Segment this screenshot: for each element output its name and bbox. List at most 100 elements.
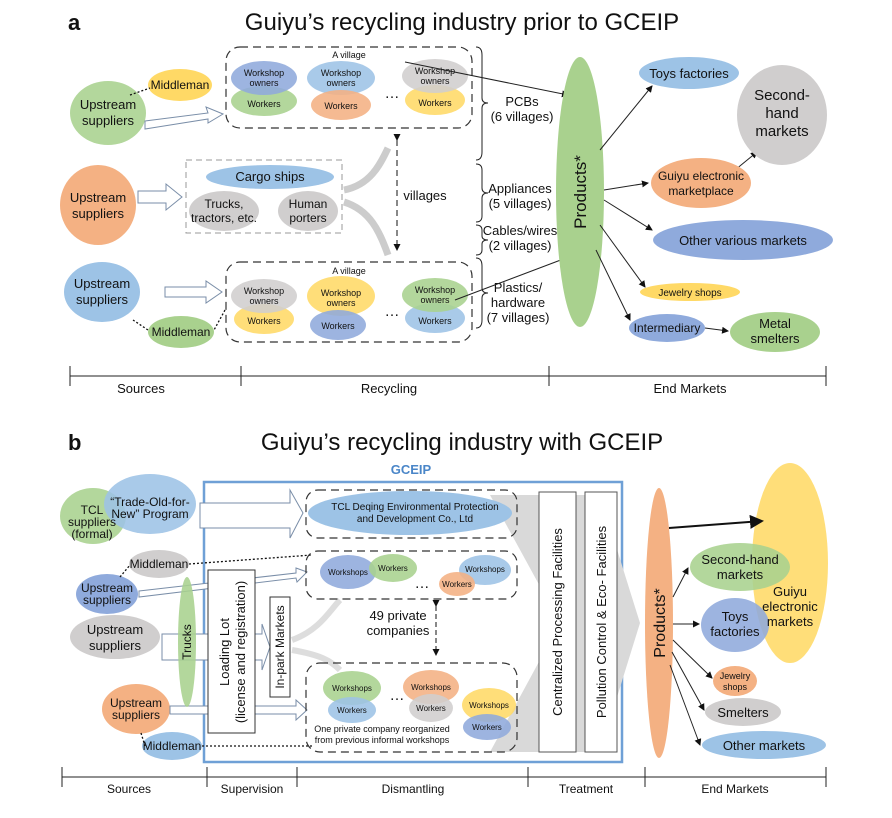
label: suppliers: [72, 206, 125, 221]
label: Upstream: [74, 276, 130, 291]
label: (license and registration): [233, 581, 248, 723]
in-park-markets-box: [269, 596, 291, 698]
transport-box: [185, 159, 343, 234]
middleman-gray: [129, 550, 189, 578]
tcl-deqing: [308, 491, 512, 535]
label: Workers: [442, 580, 472, 589]
label: Guiyu: [773, 584, 807, 599]
metal-smelters: [730, 312, 820, 352]
upstream-suppliers-orange: [102, 684, 170, 734]
label: A village: [332, 50, 366, 60]
label: Middleman: [130, 557, 189, 571]
panel-b-title: Guiyu’s recycling industry with GCEIP: [261, 429, 663, 456]
axis-a: [69, 366, 827, 386]
panel-a-label: a: [68, 10, 81, 35]
label: (5 villages): [489, 196, 552, 211]
label: Workshops: [328, 568, 368, 577]
brace-pcbs: [475, 46, 489, 161]
label: Metal: [759, 316, 791, 331]
label: owners: [249, 78, 279, 88]
middleman-yellow: [148, 69, 212, 101]
label: Upstream: [110, 696, 162, 710]
label: Workers: [337, 706, 367, 715]
label: tractors, etc.: [191, 211, 257, 225]
brace-plastics: [475, 257, 489, 329]
axis-label-sources: Sources: [107, 782, 151, 796]
toys-factories: [701, 598, 769, 652]
hollow-arrow: [144, 106, 225, 130]
hollow-arrow: [137, 182, 183, 212]
workshop-groups-top: Workshops Workers … Workshops Workers: [320, 554, 511, 596]
workshop-groups-bottom: Workshops Workers … Workshops Workers Wo…: [323, 670, 516, 740]
gceip-label: GCEIP: [391, 462, 432, 477]
label: (2 villages): [489, 238, 552, 253]
axis-label-treatment: Treatment: [559, 782, 614, 796]
label: Workshops: [332, 684, 372, 693]
label: Second-hand: [701, 552, 778, 567]
arrow: [454, 256, 567, 301]
label: Human: [289, 197, 328, 211]
label: Toys: [722, 609, 749, 624]
label: Cargo ships: [235, 169, 305, 184]
label: suppliers: [68, 515, 116, 529]
products-label: Products*: [652, 588, 669, 657]
label: owners: [420, 295, 450, 305]
label: Workshop: [244, 68, 284, 78]
label: Middleman: [143, 739, 202, 753]
upstream-suppliers-gray: [70, 615, 160, 659]
label: (7 villages): [487, 310, 550, 325]
human-porters: [278, 191, 338, 231]
axis-label-end-markets: End Markets: [701, 782, 768, 796]
label: (formal): [71, 527, 112, 541]
upstream-suppliers-green: [70, 81, 146, 145]
village-box-top: [225, 46, 473, 129]
label: One private company reorganized: [314, 724, 450, 734]
pollution-control-box: [584, 491, 618, 753]
ellipsis: …: [415, 575, 430, 592]
label: Workers: [418, 316, 452, 326]
axis-label-supervision: Supervision: [221, 782, 284, 796]
label: Toys factories: [649, 66, 729, 81]
label: Upstream: [80, 97, 136, 112]
smelters: [705, 698, 781, 726]
private-workshops-box: [305, 550, 518, 600]
cargo-ships: [206, 165, 334, 189]
products-ellipse: [556, 57, 604, 327]
label: markets: [767, 614, 814, 629]
label: PCBs: [505, 94, 539, 109]
label: Workers: [324, 101, 358, 111]
label: New” Program: [111, 507, 188, 521]
brace-appliances: [475, 163, 489, 223]
axis-label-recycling: Recycling: [361, 381, 417, 396]
label: owners: [326, 78, 356, 88]
trade-old-for-new: [104, 474, 196, 534]
upstream-suppliers-blue: [64, 262, 140, 322]
ellipsis: …: [385, 85, 400, 102]
label: Workshop: [321, 288, 361, 298]
end-market-arrows: [668, 514, 764, 746]
jewelry-shops: [640, 283, 740, 301]
label: Middleman: [151, 78, 210, 92]
label: Jewelry shops: [658, 288, 721, 299]
label: Workers: [416, 704, 446, 713]
label: and Development Co., Ltd: [357, 514, 473, 525]
hollow-arrow: [199, 488, 304, 539]
middleman-blue: [142, 732, 202, 760]
trucks: [178, 577, 196, 707]
label: Trucks,: [205, 197, 244, 211]
label: Second-: [754, 87, 810, 104]
second-hand-markets: [737, 65, 827, 165]
label: markets: [717, 567, 764, 582]
intermediary: [629, 314, 705, 342]
ellipsis: …: [390, 687, 405, 704]
label: Plastics/: [494, 280, 543, 295]
label: 49 private: [369, 608, 426, 623]
curved-arrows: [342, 146, 392, 257]
label: electronic: [762, 599, 818, 614]
label: (6 villages): [491, 109, 554, 124]
axis-label-sources: Sources: [117, 381, 165, 396]
village-box-bottom: [225, 261, 473, 343]
label: Workers: [247, 316, 281, 326]
